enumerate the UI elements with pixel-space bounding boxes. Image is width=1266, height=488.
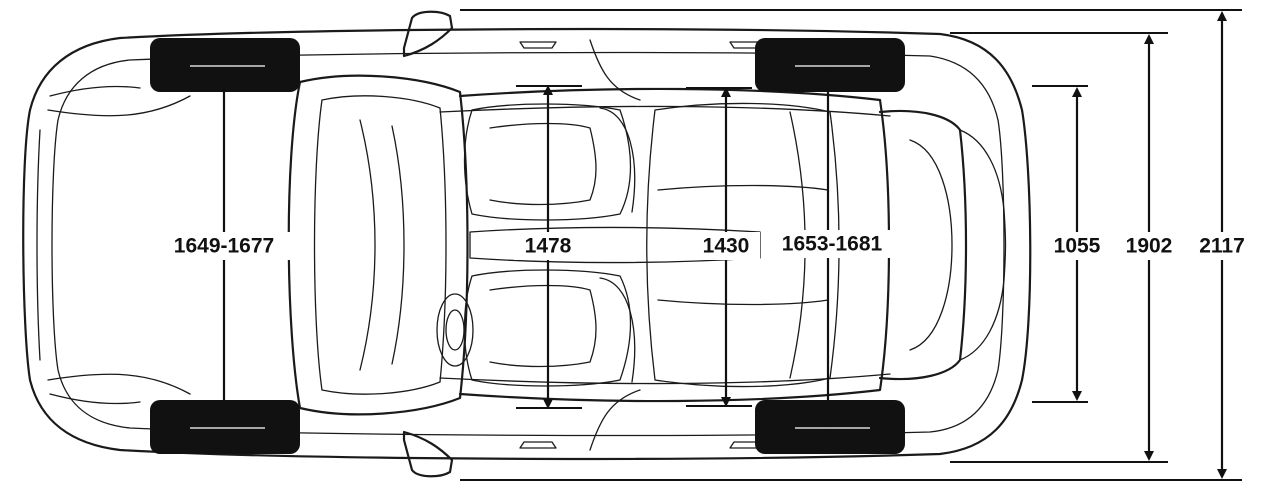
car-outer-outline <box>22 27 1032 461</box>
door-line-top <box>589 39 641 101</box>
rear-track-label: 1653-1681 <box>782 233 883 256</box>
roof-rail-bottom <box>439 373 891 385</box>
front-seat-left <box>463 103 632 221</box>
roof-rail-top <box>439 105 891 117</box>
door-handle-bottom-front <box>519 441 557 449</box>
dashboard-2 <box>391 125 405 365</box>
dashboard <box>359 119 376 371</box>
trunk-lid <box>959 129 1007 361</box>
extension-lines <box>460 9 1242 481</box>
windshield <box>287 74 469 416</box>
windshield-inner <box>313 95 447 395</box>
door-line-bottom <box>589 389 641 451</box>
tire-front-top <box>150 38 300 92</box>
front-seat-right-back <box>599 277 636 383</box>
steering-wheel <box>436 293 474 367</box>
hood-curve-top <box>47 95 191 117</box>
rear-seat-divide-bottom <box>657 299 829 306</box>
trunk-inner <box>909 139 953 351</box>
rear-seat-divide-top <box>657 184 829 191</box>
headlight-bottom <box>49 393 141 405</box>
overall-width-label: 2117 <box>1199 235 1245 258</box>
front-shoulder-label: 1478 <box>525 235 572 258</box>
mirror-bottom <box>402 430 454 478</box>
body-width-label: 1902 <box>1126 235 1173 258</box>
tire-rear-bottom <box>755 400 905 454</box>
front-seat-left-back <box>599 107 636 213</box>
front-seat-right <box>463 269 632 387</box>
hood-front <box>36 129 41 361</box>
tire-rear-top <box>755 38 905 92</box>
hood-curve-bottom <box>47 373 191 395</box>
front-seat-right-cushion <box>489 284 597 368</box>
headlight-top <box>49 85 141 97</box>
front-seat-left-cushion <box>489 122 597 206</box>
tires <box>150 38 905 454</box>
tire-front-bottom <box>150 400 300 454</box>
rear-window <box>878 109 968 381</box>
door-handle-top-front <box>519 41 557 49</box>
trunk-width-label: 1055 <box>1054 235 1101 258</box>
rear-shoulder-label: 1430 <box>703 235 750 258</box>
dimension-labels: 1649-1677 1478 1430 1653-1681 1055 1902 … <box>154 230 1255 260</box>
front-track-label: 1649-1677 <box>174 235 274 258</box>
mirror-top <box>402 10 454 58</box>
steering-wheel-inner <box>445 309 465 351</box>
